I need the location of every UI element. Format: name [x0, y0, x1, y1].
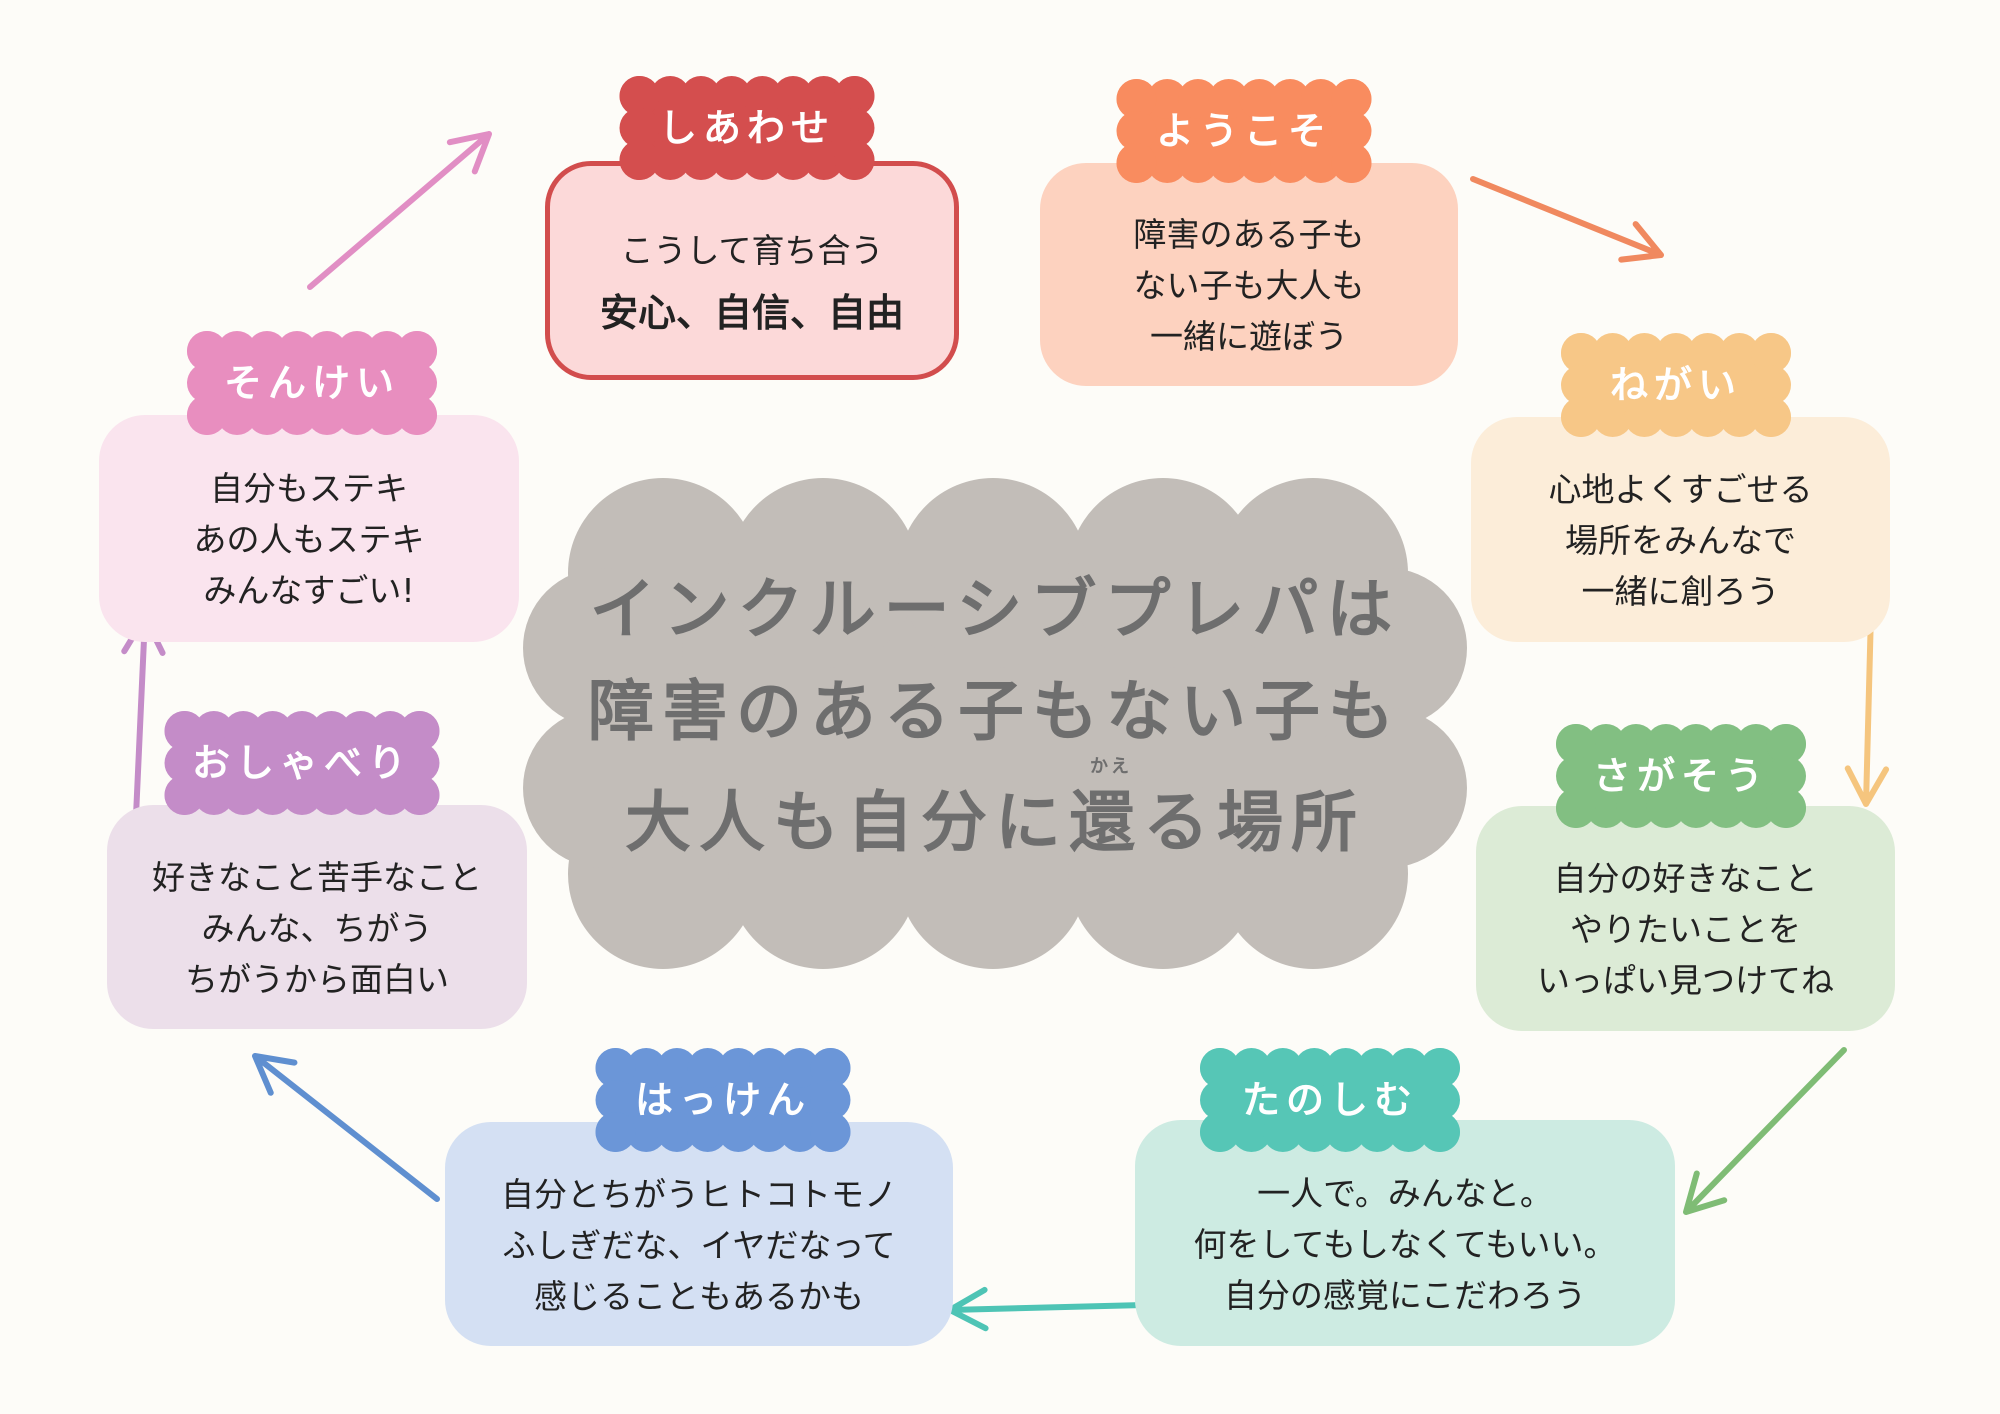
card-text-line: 心地よくすごせる [1548, 470, 1813, 509]
card-sonkei: 自分もステキあの人もステキみんなすごい! [99, 415, 519, 642]
card-text-line: 自分の感覚にこだわろう [1223, 1275, 1587, 1315]
center-title-line-2: 障害のある子もない子も [588, 673, 1402, 750]
arrow-4 [1683, 1047, 1847, 1215]
badge-title: そんけい [223, 361, 400, 405]
card-text-line: 好きなこと苦手なこと [152, 857, 482, 897]
arrow-1 [307, 131, 492, 290]
badge-title: たのしむ [1241, 1078, 1418, 1122]
card-text-line: ない子も大人も [1133, 266, 1365, 305]
card-text-line: 自分の好きなこと [1553, 859, 1818, 898]
center-title-line-3: 大人も自分に還る場所 [625, 784, 1365, 861]
scallop-badge-shape [164, 711, 440, 815]
card-text-line: みんな、ちがう [201, 908, 433, 948]
card-text-line: 一人で。みんなと。 [1257, 1173, 1553, 1213]
arrow-6 [252, 1053, 440, 1202]
card-text-line: 場所をみんなで [1565, 521, 1796, 560]
card-tanoshimu: 一人で。みんなと。何をしてもしなくてもいい。自分の感覚にこだわろう [1135, 1120, 1675, 1346]
card-emphasis: 安心、自信、自由 [599, 290, 904, 335]
badge-title: しあわせ [658, 106, 835, 150]
scallop-badge-shape [1556, 724, 1806, 828]
badge-shiawase: しあわせ [619, 76, 875, 180]
card-text-line: いっぱい見つけてね [1537, 961, 1834, 1000]
scallop-badge-shape [1116, 79, 1372, 183]
badge-hakken: はっけん [595, 1048, 851, 1152]
card-shiawase: こうして育ち合う安心、自信、自由 [545, 161, 959, 380]
scallop-badge-shape [619, 76, 875, 180]
card-text-line: ふしぎだな、イヤだなって [502, 1225, 896, 1265]
card-text-line: 障害のある子も [1133, 215, 1365, 254]
card-text-line: あの人もステキ [193, 520, 425, 559]
card-text-line: こうして育ち合う [620, 230, 884, 270]
arrow-7 [121, 614, 166, 819]
card-text-line: 何をしてもしなくてもいい。 [1193, 1224, 1617, 1264]
center-cloud [523, 478, 1467, 969]
scallop-badge-shape [187, 331, 437, 435]
badge-title: おしゃべり [191, 741, 412, 785]
card-text-line: 自分とちがうヒトコトモノ [501, 1174, 897, 1214]
badge-youkoso: ようこそ [1116, 79, 1372, 183]
card-text-line: やりたいことを [1570, 910, 1801, 949]
card-hakken: 自分とちがうヒトコトモノふしぎだな、イヤだなって感じることもあるかも [445, 1122, 953, 1346]
badge-negai: ねがい [1561, 333, 1791, 437]
badge-title: ねがい [1609, 363, 1742, 407]
badge-sonkei: そんけい [187, 331, 437, 435]
card-text-line: みんなすごい! [203, 571, 415, 610]
badge-oshaberi: おしゃべり [164, 711, 440, 815]
scallop-badge-shape [595, 1048, 851, 1152]
card-text-line: 自分もステキ [210, 469, 408, 508]
card-oshaberi: 好きなこと苦手なことみんな、ちがうちがうから面白い [107, 805, 527, 1029]
scallop-badge-shape [1561, 333, 1791, 437]
badge-title: さがそう [1592, 754, 1769, 798]
card-youkoso: 障害のある子もない子も大人も一緒に遊ぼう [1040, 163, 1458, 386]
card-negai: 心地よくすごせる場所をみんなで一緒に創ろう [1471, 417, 1890, 642]
arrow-2 [1470, 176, 1664, 263]
badge-tanoshimu: たのしむ [1200, 1048, 1460, 1152]
badge-sagasou: さがそう [1556, 724, 1806, 828]
furigana: かえ [1090, 756, 1132, 777]
card-text-line: 一緒に遊ぼう [1150, 317, 1348, 356]
center-title-line-1: インクルーシブプレパは [589, 571, 1401, 648]
card-text-line: ちがうから面白い [185, 959, 449, 999]
card-text-line: 感じることもあるかも [534, 1276, 864, 1316]
badge-title: ようこそ [1155, 109, 1332, 153]
badge-title: はっけん [634, 1078, 811, 1122]
card-text-line: 一緒に創ろう [1581, 572, 1780, 611]
card-sagasou: 自分の好きなことやりたいことをいっぱい見つけてね [1476, 806, 1895, 1031]
scallop-badge-shape [1200, 1048, 1460, 1152]
